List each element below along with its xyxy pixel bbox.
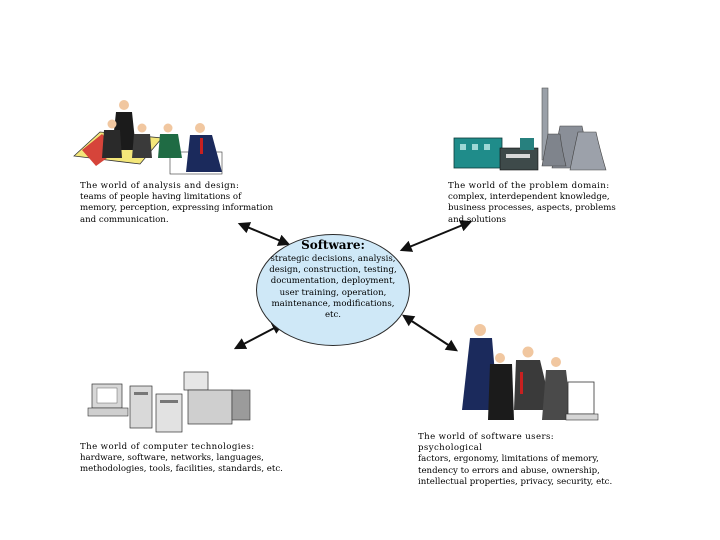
factory-illustration [453,87,607,171]
software-users-heading: The world of software users: psychologic… [418,432,555,454]
computer-technologies-heading: The world of computer technologies: [80,442,255,452]
software-ellipse [256,234,410,346]
analysis-design-heading: The world of analysis and design: [80,181,240,191]
problem-domain-caption: The world of the problem domain: complex… [448,181,628,226]
software-users-text: factors, ergonomy, limitations of memory… [418,454,613,487]
software-title: Software: [301,238,365,252]
problem-domain-heading: The world of the problem domain: [448,181,610,191]
computer-equipment-illustration [87,371,251,433]
arrow-problem-to-software [399,220,473,252]
team-meeting-illustration [73,100,223,175]
computer-technologies-text: hardware, software, networks, languages,… [80,453,283,475]
analysis-design-text: teams of people having limitations of me… [80,192,274,225]
computer-technologies-caption: The world of computer technologies: hard… [80,442,300,476]
arrow-users-to-software [401,314,459,352]
users-at-computer-illustration [462,324,599,421]
arrow-technology-to-software [233,322,285,350]
software-description: strategic decisions, analysis, design, c… [269,254,397,321]
problem-domain-text: complex, interdependent knowledge, busin… [448,192,616,225]
arrow-analysis-to-software [237,222,291,246]
software-users-caption: The world of software users: psychologic… [418,432,618,488]
software-node: Software: strategic decisions, analysis,… [264,238,402,321]
analysis-design-caption: The world of analysis and design: teams … [80,181,280,226]
